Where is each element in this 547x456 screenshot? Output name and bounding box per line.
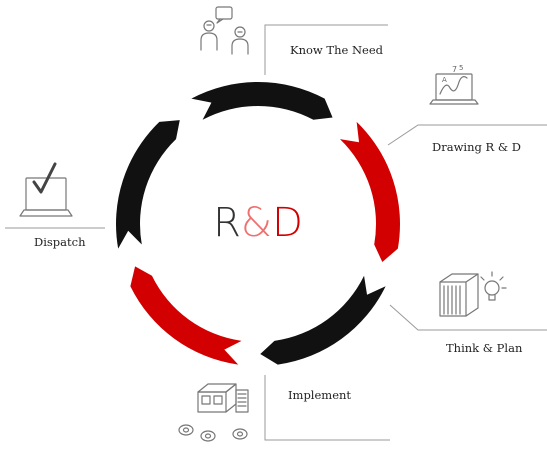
center-title-amp: & — [241, 200, 272, 246]
center-title-d: D — [272, 200, 303, 246]
ring-segment-drawing-rd — [339, 121, 400, 263]
step-label-know-the-need: Know The Need — [290, 43, 384, 57]
laptop-check-icon — [19, 162, 73, 217]
step-label-drawing-rd: Drawing R & D — [432, 140, 521, 154]
lightbulb-plan-icon — [439, 271, 507, 317]
leader-know-the-need — [264, 24, 388, 75]
ring-segment-think-plan — [260, 275, 386, 365]
ring-segment-dispatch — [116, 120, 180, 249]
leader-think-plan — [389, 304, 547, 331]
ring-segment-implement — [130, 266, 242, 365]
step-label-dispatch: Dispatch — [34, 235, 86, 249]
leader-drawing-rd — [387, 124, 547, 146]
factory-icon — [178, 383, 249, 442]
svg-text:A: A — [442, 76, 447, 84]
step-label-implement: Implement — [288, 388, 351, 402]
svg-text:5: 5 — [459, 64, 463, 72]
laptop-chart-icon: 7 5 A — [429, 64, 479, 105]
cycle-ring — [116, 82, 400, 365]
people-discussion-icon — [200, 6, 249, 55]
leader-implement — [264, 375, 390, 441]
ring-segment-know-the-need — [191, 82, 333, 120]
leader-lines — [5, 24, 547, 441]
center-title: R&D — [213, 200, 303, 246]
center-title-r: R — [213, 200, 241, 246]
svg-text:7: 7 — [452, 65, 457, 74]
step-label-think-plan: Think & Plan — [446, 341, 523, 355]
